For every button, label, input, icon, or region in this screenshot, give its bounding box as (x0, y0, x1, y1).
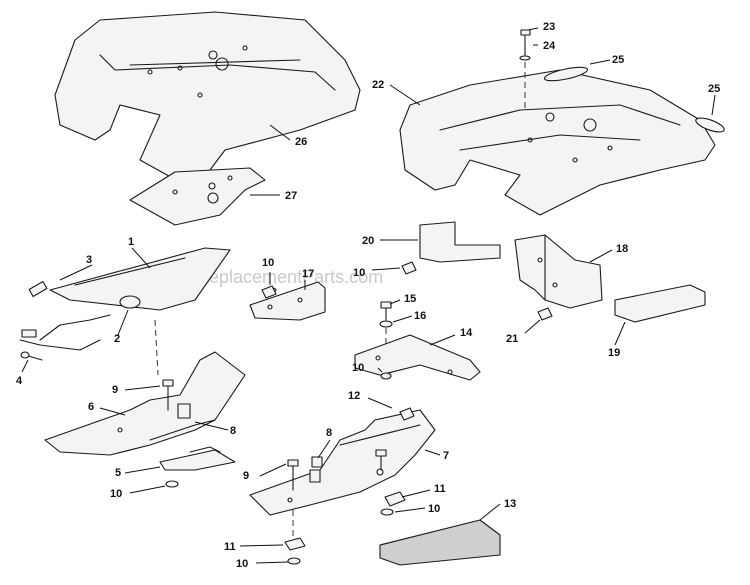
nut-10-bottom (287, 557, 301, 565)
assembly-line (154, 319, 159, 376)
panel-19 (614, 284, 706, 323)
bolt-9-left (162, 379, 174, 411)
callout-2: 2 (114, 333, 120, 345)
callout-10c: 10 (352, 362, 364, 374)
callout-10f: 10 (236, 558, 248, 570)
callout-13: 13 (504, 498, 516, 510)
callout-4: 4 (16, 375, 23, 387)
plate-27 (129, 167, 266, 226)
callout-20: 20 (362, 235, 374, 247)
bracket-14 (354, 334, 481, 381)
callout-9b: 9 (243, 470, 249, 482)
callout-22: 22 (372, 79, 384, 91)
washer-16 (379, 320, 393, 328)
callout-25a: 25 (612, 54, 624, 66)
watermark-text: eReplacementParts.com (186, 267, 383, 287)
bracket-11-right (384, 491, 406, 507)
callout-27: 27 (285, 190, 297, 202)
callout-10b: 10 (353, 267, 365, 279)
callout-10d: 10 (110, 488, 122, 500)
plate-5 (159, 446, 236, 471)
callout-18: 18 (616, 243, 628, 255)
callout-8a: 8 (230, 425, 236, 437)
skid-plate-6 (44, 351, 246, 456)
cap-25a (543, 66, 589, 82)
bracket-18 (514, 234, 603, 309)
screw-4 (20, 351, 43, 361)
bolt-23 (519, 29, 531, 61)
bolt-12 (375, 449, 387, 471)
callout-19: 19 (608, 347, 620, 359)
callout-10e: 10 (428, 503, 440, 515)
skid-plate-7 (249, 409, 436, 516)
callout-11a: 11 (434, 483, 446, 495)
callout-5: 5 (115, 467, 121, 479)
bracket-11-bottom (284, 537, 306, 551)
callout-16: 16 (414, 310, 426, 322)
nut-21 (537, 307, 553, 321)
callout-24: 24 (543, 40, 556, 52)
fender-22 (399, 69, 716, 216)
callout-23: 23 (543, 21, 555, 33)
fender-pan-26 (54, 11, 361, 186)
nut-10-upper (401, 261, 417, 275)
callout-21: 21 (506, 333, 518, 345)
clip-8 (311, 456, 323, 468)
callout-10a: 10 (262, 257, 274, 269)
callout-8b: 8 (326, 427, 332, 439)
mat-13 (379, 519, 501, 566)
callout-labels: 23 24 25 22 25 26 27 1 3 10 17 2 4 10 20… (16, 21, 720, 570)
cap-25b (695, 117, 725, 133)
callout-25b: 25 (708, 83, 720, 95)
bracket-20 (419, 221, 501, 263)
bolt-15 (380, 301, 392, 321)
bracket-1 (19, 247, 231, 351)
nut-10-right (380, 508, 394, 516)
bracket-17 (249, 281, 326, 321)
callout-12: 12 (348, 390, 360, 402)
nut-10-lower-left (165, 480, 179, 488)
nut-10-mid (380, 372, 392, 380)
callout-1: 1 (128, 236, 134, 248)
callout-17: 17 (302, 268, 314, 280)
callout-9a: 9 (112, 384, 118, 396)
callout-3: 3 (86, 254, 92, 266)
callout-7: 7 (443, 450, 449, 462)
callout-14: 14 (460, 327, 473, 339)
clip-12 (399, 407, 415, 421)
callout-11b: 11 (224, 541, 236, 553)
callout-26: 26 (295, 136, 307, 148)
nut-10-left (261, 285, 277, 299)
leader-lines (21, 27, 716, 564)
callout-15: 15 (404, 293, 416, 305)
bolt-9-right (287, 459, 299, 491)
callout-6: 6 (88, 401, 94, 413)
